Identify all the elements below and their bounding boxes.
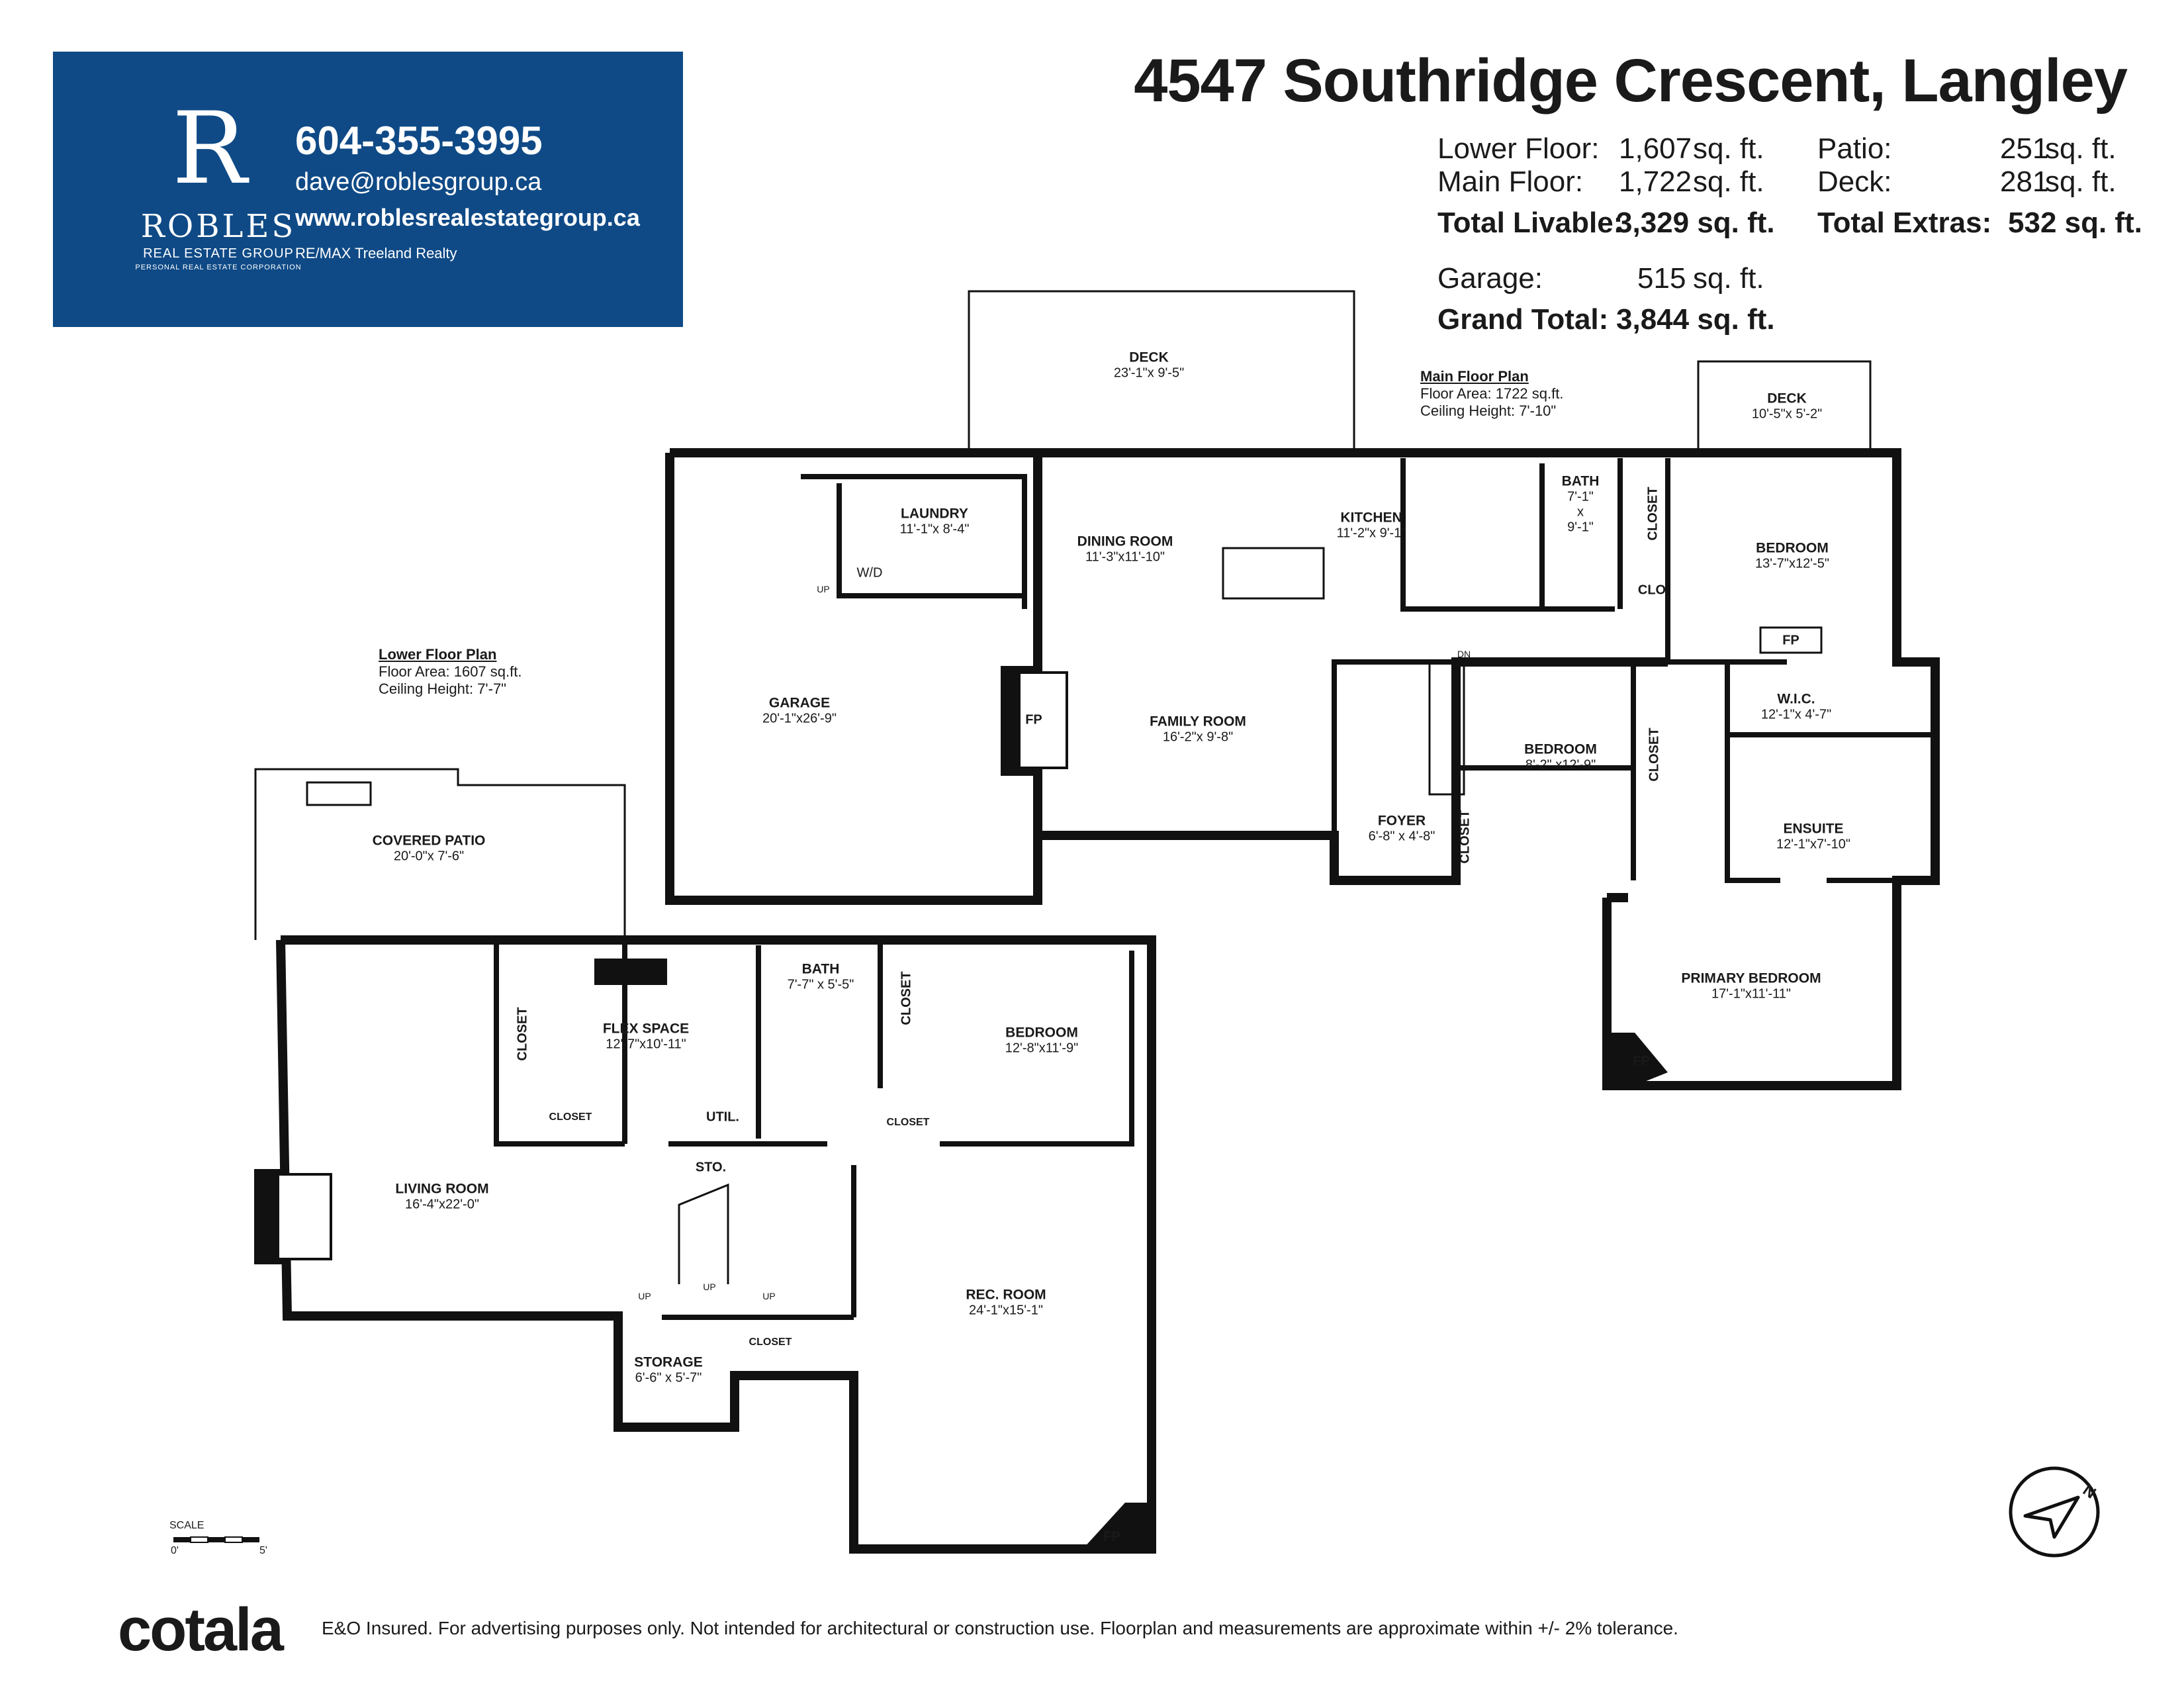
up-label: UP [703,1282,716,1292]
fp-label: FP [1782,633,1799,648]
lower-floor-label: Lower Floor: [1437,132,1600,165]
fp-label: FP [1103,1529,1120,1544]
main-floor-plan-title: Main Floor Plan Floor Area: 1722 sq.ft. … [1420,368,1564,419]
rec-fireplace [1083,1503,1152,1549]
closet-label: CLOSET [749,1336,792,1348]
fp-label: FP [1633,1054,1650,1069]
lower-floor-unit: sq. ft. [1693,132,1764,165]
lower-floor-interior-walls [494,940,1134,1320]
scale-bar [173,1536,259,1543]
total-livable-value: 3,329 sq. ft. [1616,207,1775,239]
right-deck-outline [1697,360,1872,451]
scale-five: 5' [259,1545,267,1556]
closet-label: CLOSET [549,1111,592,1123]
cotala-logo: cotala [118,1596,284,1664]
main-deck-outline [968,290,1355,451]
up-label: UP [762,1291,776,1301]
util-label: UTIL. [706,1109,739,1125]
disclaimer: E&O Insured. For advertising purposes on… [322,1618,1678,1638]
closet-label: CLOSET [1647,727,1662,782]
wd-label: W/D [856,565,883,581]
covered-patio-outline [254,768,626,940]
scale-label: SCALE [169,1520,205,1531]
closet-label: CLOSET [1645,487,1661,541]
sto-label: STO. [695,1160,727,1175]
main-floor-unit: sq. ft. [1693,165,1764,198]
dn-label: DN [1457,649,1471,659]
closet-label: CLOSET [899,971,914,1025]
deck-value: 281 [2000,165,2049,198]
garage-value: 515 [1637,262,1686,295]
closet-label: CLOSET [515,1007,530,1061]
up-label: UP [638,1291,651,1301]
total-extras-value: 532 sq. ft. [2008,207,2142,239]
garage-unit: sq. ft. [1693,262,1764,295]
agency-name: ROBLES [140,208,296,245]
closet-label: CLOSET [1457,810,1473,864]
lower-floor-value: 1,607 [1619,132,1692,165]
room-wic: W.I.C.12'-1"x 4'-7" [1760,691,1832,722]
agency-logo-icon: R [172,91,247,207]
scale-zero: 0' [171,1545,179,1556]
grand-total-value: 3,844 sq. ft. [1616,303,1775,336]
main-floor-value: 1,722 [1619,165,1692,198]
agency-banner: R ROBLES REAL ESTATE GROUP PERSONAL REAL… [53,52,683,327]
property-title: 4547 Southridge Crescent, Langley [1134,47,2128,115]
main-floor-label: Main Floor: [1437,165,1584,198]
agency-corp: PERSONAL REAL ESTATE CORPORATION [135,263,302,271]
lower-stairs [678,1183,729,1284]
lower-floor-walls [276,935,1156,1554]
lower-floor-plan-title: Lower Floor Plan Floor Area: 1607 sq.ft.… [379,646,522,697]
main-floor-interior-walls [801,458,1935,883]
primary-fireplace [1607,1033,1668,1086]
agency-phone[interactable]: 604-355-3995 [295,118,543,163]
fp-label: FP [285,1209,302,1224]
up-label: UP [817,584,830,594]
agency-office: RE/MAX Treeland Realty [295,245,457,261]
compass-icon [2009,1466,2100,1558]
total-extras-label: Total Extras: [1817,207,1992,239]
deck-label: Deck: [1817,165,1892,198]
agency-website[interactable]: www.roblesrealestategroup.ca [295,204,640,231]
patio-unit: sq. ft. [2045,132,2116,165]
fp-label: FP [1025,712,1042,727]
garage-label: Garage: [1437,262,1543,295]
patio-value: 251 [2000,132,2049,165]
agency-subtitle: REAL ESTATE GROUP [143,246,294,261]
grand-total-label: Grand Total: [1437,303,1609,336]
agency-email[interactable]: dave@roblesgroup.ca [295,168,542,196]
total-livable-label: Total Livable: [1437,207,1623,239]
clo-label: CLO [1637,583,1666,598]
main-stairs [1428,659,1465,796]
deck-unit: sq. ft. [2045,165,2116,198]
patio-label: Patio: [1817,132,1892,165]
closet-label: CLOSET [886,1117,930,1128]
